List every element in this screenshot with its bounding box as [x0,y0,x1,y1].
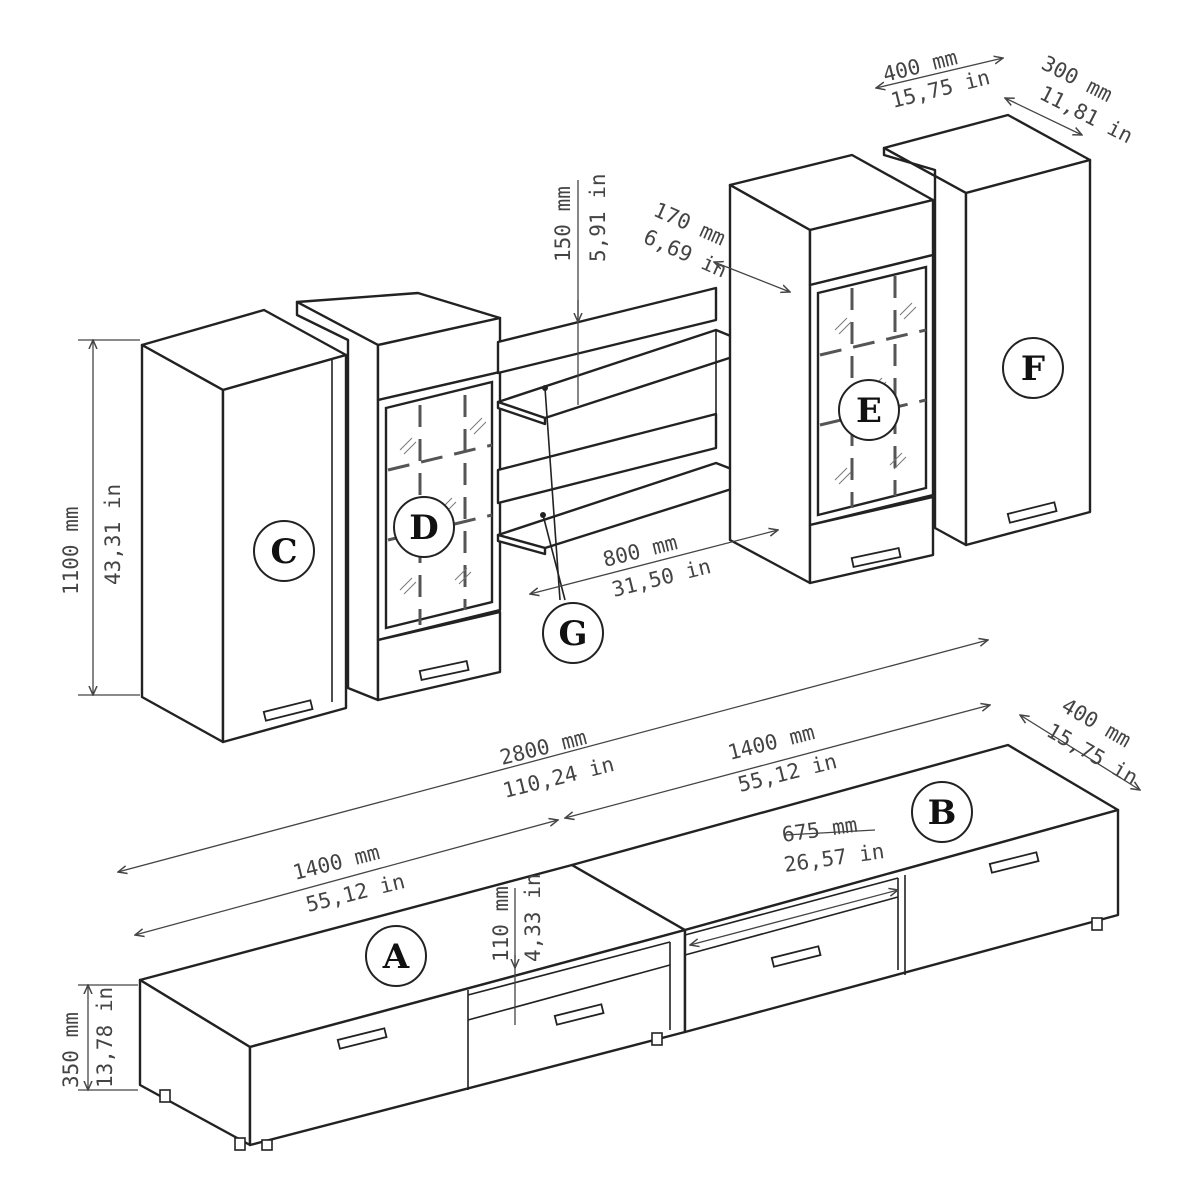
handle-icon [336,1027,388,1050]
shelf-spacing-mm: 150 mm [551,186,575,262]
label-a: A [365,925,427,987]
shelf-spacing-in: 5,91 in [586,173,610,262]
cabinet-height-in: 43,31 in [101,484,125,585]
unit-height-in: 13,78 in [93,987,117,1088]
svg-text:D: D [409,508,438,548]
label-b: B [911,781,973,843]
handle-icon [770,945,822,968]
cabinet-c [140,308,348,744]
svg-text:A: A [382,937,410,977]
label-g: G [542,602,604,664]
label-f: F [1002,337,1064,399]
handle-icon [988,851,1040,874]
svg-text:E: E [856,391,882,431]
label-d: D [393,496,455,558]
shelves-g [496,286,762,601]
cabinet-height-mm: 1100 mm [59,506,83,595]
svg-text:B: B [928,793,957,833]
handle-icon [553,1003,605,1026]
handle-icon [1006,501,1058,524]
tv-unit-a [138,863,687,1151]
svg-text:F: F [1021,349,1045,389]
svg-text:G: G [558,614,587,654]
svg-text:C: C [270,532,297,572]
dimension-lines [78,58,1140,1090]
cabinet-e [728,153,935,585]
unit-height-mm: 350 mm [59,1012,83,1088]
part-labels: C D G E F B A [253,337,1064,987]
handle-icon [850,547,902,568]
label-e: E [838,379,900,441]
opening-height-mm: 110 mm [489,886,513,962]
label-c: C [253,520,315,582]
opening-height-in: 4,33 in [521,873,545,962]
